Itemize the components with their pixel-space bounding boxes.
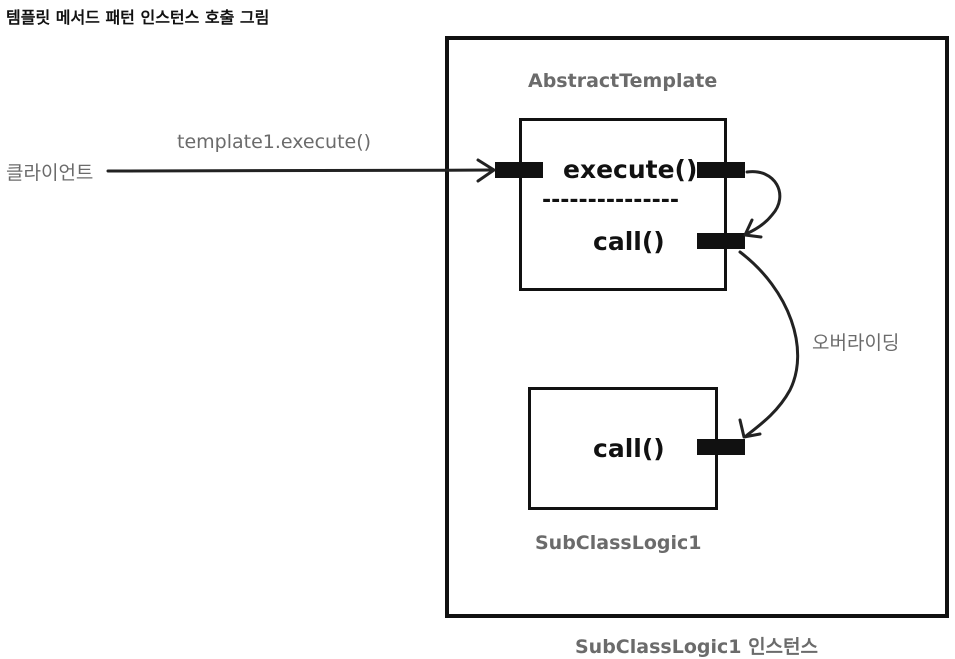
- execute-to-call-arrow: [744, 170, 782, 236]
- page-title: 템플릿 메서드 패턴 인스턴스 호출 그림: [6, 8, 270, 27]
- instance-label: SubClassLogic1 인스턴스: [575, 636, 818, 658]
- subclass-call-method-label: call(): [593, 434, 665, 463]
- call-method-label: call(): [593, 227, 665, 256]
- execute-to-call-arrowhead: [743, 218, 763, 239]
- method-divider: ---------------: [542, 188, 679, 213]
- instance-container: [445, 36, 949, 618]
- client-label: 클라이언트: [6, 162, 94, 184]
- execute-output-port: [697, 162, 745, 178]
- call-port: [697, 233, 745, 249]
- override-arrow: [738, 250, 800, 438]
- client-call-arrowhead: [476, 158, 496, 183]
- client-call-arrow: [106, 168, 495, 173]
- call-label: template1.execute(): [177, 131, 372, 153]
- execute-method-label: execute(): [563, 155, 698, 184]
- abstract-template-name: AbstractTemplate: [528, 70, 718, 92]
- abstract-template-box: [519, 118, 727, 291]
- subclass-call-port: [697, 439, 745, 455]
- subclass-name: SubClassLogic1: [535, 532, 702, 554]
- execute-input-port: [495, 162, 543, 178]
- override-arrowhead: [738, 418, 762, 439]
- override-label: 오버라이딩: [812, 332, 900, 354]
